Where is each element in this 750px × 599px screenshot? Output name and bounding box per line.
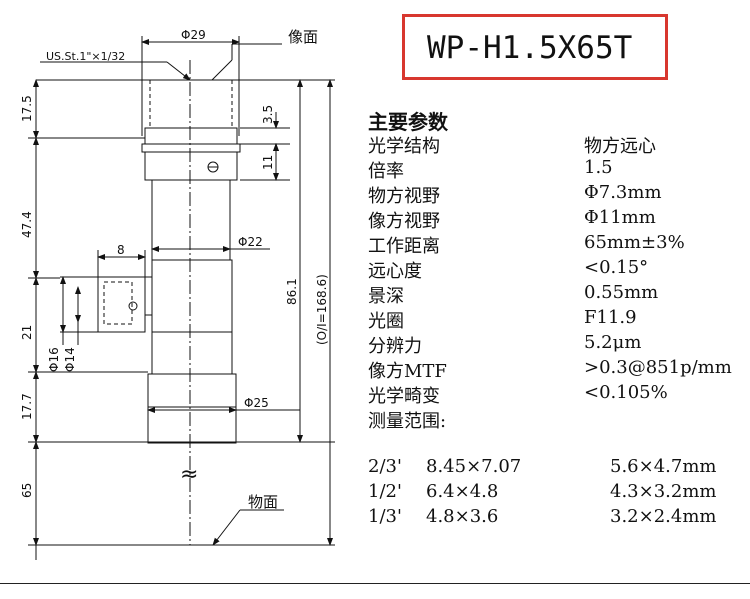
spec-value: 5.2μm	[584, 332, 642, 353]
spec-value: 0.55mm	[584, 282, 659, 303]
lower-tube	[151, 331, 233, 375]
spec-value: >0.3@851p/mm	[584, 357, 732, 378]
side-port	[97, 276, 146, 333]
spec-value: <0.15°	[584, 257, 649, 278]
dim-65-label: 65	[20, 483, 34, 498]
spec-key: 工作距离	[368, 236, 440, 257]
dia-14-label: Φ14	[63, 347, 77, 372]
spec-key: 分辨力	[368, 336, 422, 357]
dia-16-label: Φ16	[47, 347, 61, 372]
upper-tube	[151, 179, 231, 261]
spec-key: 物方视野	[368, 186, 440, 207]
spec-value: Φ11mm	[584, 207, 656, 228]
sensor-format: 1/2'	[368, 481, 402, 502]
dia-22-label: Φ22	[238, 235, 263, 249]
sensor-format: 1/3'	[368, 506, 402, 527]
dim-21-label: 21	[20, 325, 34, 340]
top-mount-ring	[144, 127, 238, 145]
spec-key: 远心度	[368, 261, 422, 282]
thread-label: US.St.1"×1/32	[46, 50, 125, 63]
object-size: 5.6×4.7mm	[610, 456, 717, 477]
sensor-format: 2/3'	[368, 456, 402, 477]
object-size: 3.2×2.4mm	[610, 506, 717, 527]
spec-key: 像方视野	[368, 211, 440, 232]
break-mark: ≈	[180, 462, 198, 487]
spec-value: 1.5	[584, 157, 613, 178]
dim-8-label: 8	[117, 243, 125, 257]
dia-29-label: Φ29	[181, 28, 206, 42]
spec-key: 光学畸变	[368, 386, 440, 407]
side-block	[151, 259, 233, 333]
dim-47-4-label: 47.4	[20, 211, 34, 238]
spec-key: 景深	[368, 286, 404, 307]
spec-value: <0.105%	[584, 382, 668, 403]
model-title-box: WP-H1.5X65T	[402, 14, 668, 80]
object-size: 4.3×3.2mm	[610, 481, 717, 502]
image-size: 8.45×7.07	[426, 456, 522, 477]
dim-3-5-label: 3.5	[261, 105, 275, 124]
spec-value: 物方远心	[584, 136, 656, 157]
front-barrel	[147, 373, 237, 408]
spec-key: 光学结构	[368, 136, 440, 157]
spec-key: 光圈	[368, 311, 404, 332]
model-title: WP-H1.5X65T	[427, 30, 633, 66]
object-plane-label: 物面	[248, 493, 278, 511]
dim-oi-label: (O/I=168.6)	[315, 274, 329, 345]
dim-11-label: 11	[261, 155, 275, 170]
dim-17-5-label: 17.5	[20, 95, 34, 122]
spec-value: Φ7.3mm	[584, 182, 662, 203]
image-size: 4.8×3.6	[426, 506, 499, 527]
spec-heading: 主要参数	[368, 110, 448, 134]
spec-value: 65mm±3%	[584, 232, 685, 253]
spec-key: 像方MTF	[368, 361, 447, 382]
spec-key: 倍率	[368, 161, 404, 182]
image-plane-label: 像面	[288, 28, 318, 46]
image-size: 6.4×4.8	[426, 481, 499, 502]
dim-17-7-label: 17.7	[20, 393, 34, 420]
dim-86-1-label: 86.1	[285, 278, 299, 305]
footer-rule	[0, 583, 750, 584]
spec-value: F11.9	[584, 307, 637, 328]
dia-25-label: Φ25	[244, 396, 269, 410]
